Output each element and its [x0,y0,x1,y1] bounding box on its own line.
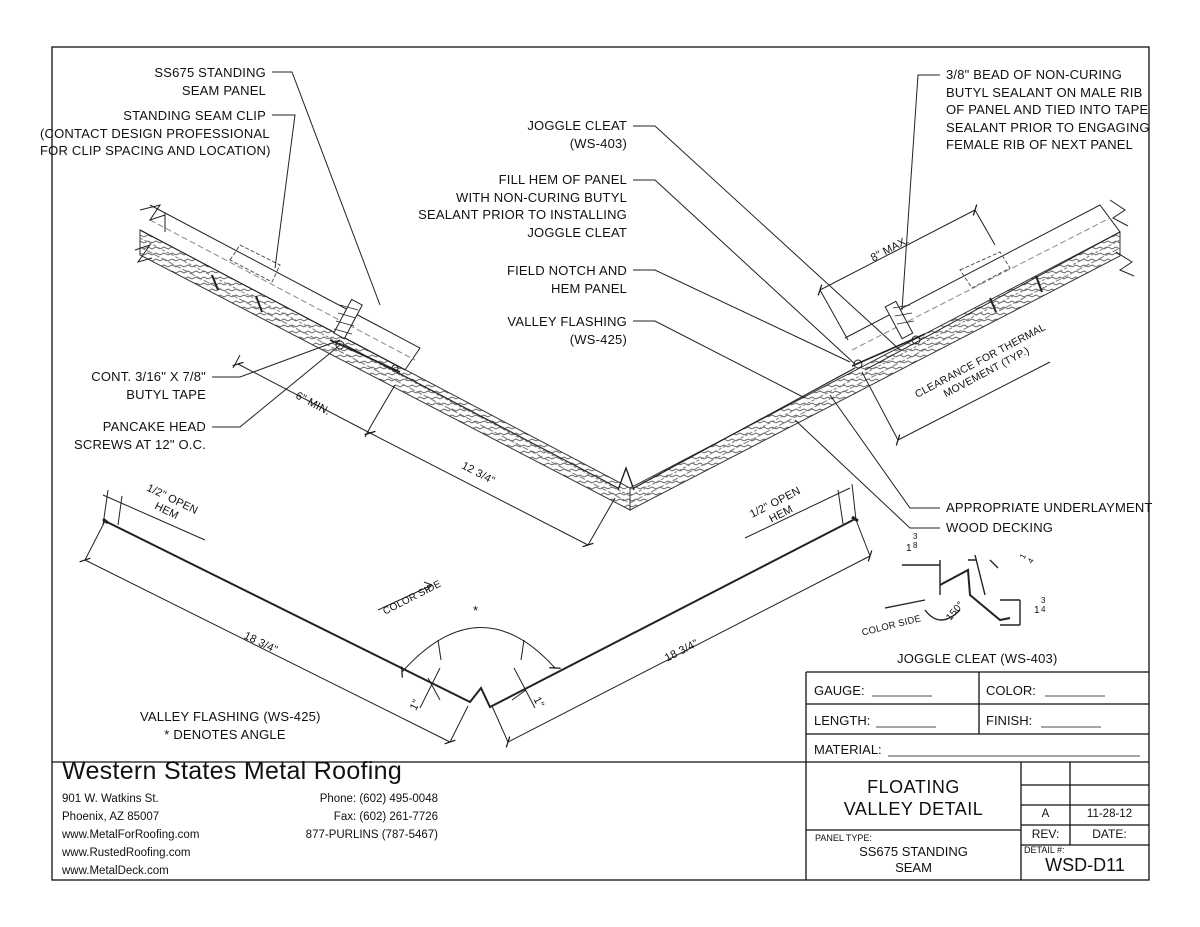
cleat-dim-3-4-frac: 3 4 [1041,596,1046,614]
company-fax: Fax: (602) 261-7726 [333,811,438,823]
company-toll-free: 877-PURLINS (787-5467) [305,829,438,841]
label-valley-flashing: VALLEY FLASHING (WS-425) [507,314,627,347]
cleat-dim-3-8-frac: 3 8 [913,532,918,550]
lower-dimensions [79,483,873,748]
company-address-line2: Phoenix, AZ 85007 [62,811,160,823]
form-material-label: MATERIAL: [814,742,882,757]
label-butyl-tape: CONT. 3/16" X 7/8" BUTYL TAPE [91,369,206,402]
upper-dimensions [232,204,1051,548]
label-joggle-cleat: JOGGLE CLEAT (WS-403) [527,118,627,151]
left-roof-assembly [134,204,631,511]
label-ss675-panel: SS675 STANDING SEAM PANEL [154,65,266,98]
company-address-line1: 901 W. Watkins St. [62,793,159,805]
label-fill-hem: FILL HEM OF PANEL WITH NON-CURING BUTYL … [418,172,627,240]
label-field-notch: FIELD NOTCH AND HEM PANEL [506,263,627,296]
caption-valley-flashing: VALLEY FLASHING (WS-425) * DENOTES ANGLE [140,709,321,742]
form-finish-label: FINISH: [986,713,1033,728]
caption-joggle-cleat: JOGGLE CLEAT (WS-403) [897,651,1058,666]
drawing-title: FLOATING VALLEY DETAIL [843,777,984,819]
cleat-dim-1-3-8: 1 [906,543,912,554]
label-butyl-bead: 3/8" BEAD OF NON-CURING BUTYL SEALANT ON… [946,67,1150,152]
label-underlayment: APPROPRIATE UNDERLAYMENT [946,500,1153,515]
panel-type-value: SS675 STANDING SEAM [859,844,968,875]
revision-value: A [1041,808,1050,820]
company-name: Western States Metal Roofing [62,757,403,785]
date-label: DATE: [1092,827,1127,841]
detail-number: WSD-D11 [1045,855,1125,875]
joggle-cleat-profile [884,554,1021,626]
company-phone: Phone: (602) 495-0048 [319,793,438,805]
company-website-1[interactable]: www.MetalForRoofing.com [62,829,200,841]
sheet-border [51,46,1150,881]
company-website-3[interactable]: www.MetalDeck.com [62,865,169,877]
form-length-label: LENGTH: [814,713,871,728]
panel-type-label: PANEL TYPE: [815,833,872,843]
revision-label: REV: [1031,827,1060,841]
valley-notch [617,465,635,491]
detail-number-label: DETAIL #: [1024,845,1065,855]
label-standing-seam-clip: STANDING SEAM CLIP (CONTACT DESIGN PROFE… [40,108,271,158]
angle-marker: * [473,603,479,618]
label-wood-decking: WOOD DECKING [946,520,1054,535]
label-pancake-screws: PANCAKE HEAD SCREWS AT 12" O.C. [74,419,206,452]
date-value: 11-28-12 [1086,808,1133,820]
cleat-dim-1-3-4: 1 [1034,605,1040,616]
form-gauge-label: GAUGE: [814,683,865,698]
form-color-label: COLOR: [986,683,1036,698]
company-website-2[interactable]: www.RustedRoofing.com [62,847,191,859]
flashing-profile [102,515,859,709]
title-block-lines [52,671,1149,880]
